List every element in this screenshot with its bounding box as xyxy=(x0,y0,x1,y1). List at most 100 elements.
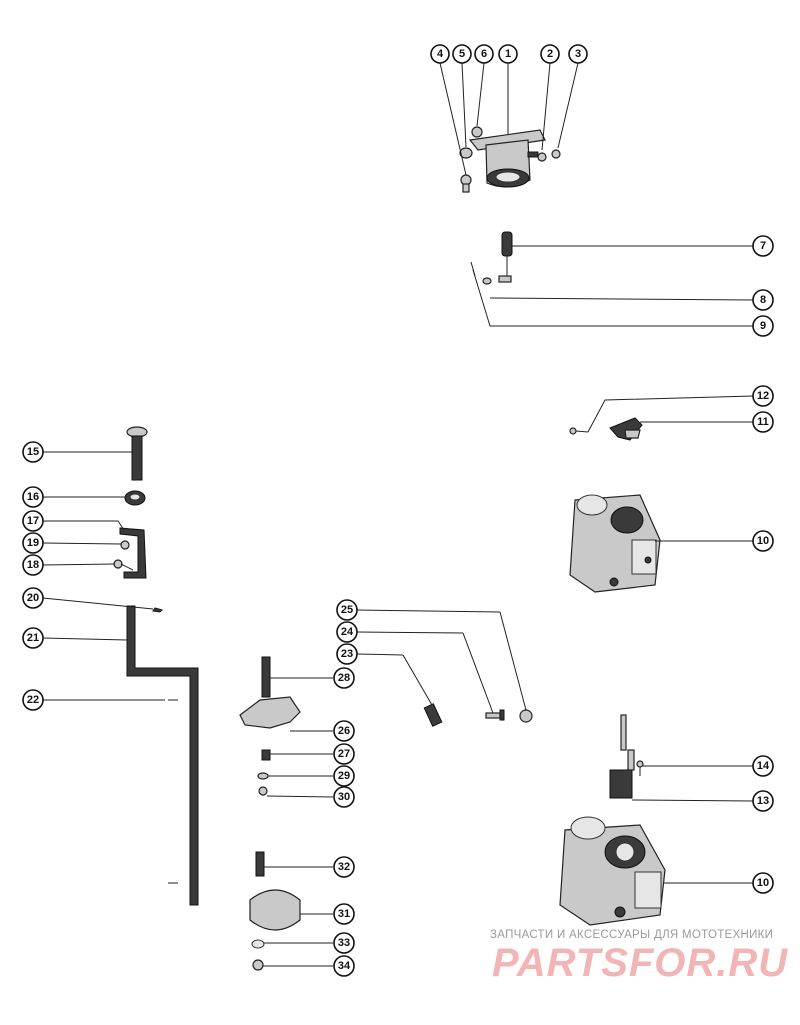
throttle-cam-part xyxy=(239,696,301,729)
callout-17: 17 xyxy=(22,510,44,532)
callout-9: 9 xyxy=(752,315,774,337)
callout-11: 11 xyxy=(752,411,774,433)
callout-13: 13 xyxy=(752,790,774,812)
callout-7: 7 xyxy=(752,235,774,257)
svg-text:21: 21 xyxy=(27,632,39,644)
nut-part xyxy=(252,959,264,971)
callout-1: 1 xyxy=(498,44,518,64)
callout-30: 30 xyxy=(333,786,355,808)
callout-15: 15 xyxy=(22,441,44,463)
svg-text:34: 34 xyxy=(338,960,351,972)
stud-part xyxy=(255,851,265,877)
knob-lever-part xyxy=(498,231,513,283)
callout-26: 26 xyxy=(333,720,355,742)
svg-text:18: 18 xyxy=(27,559,39,571)
screw-part xyxy=(636,760,644,776)
solenoid-part xyxy=(468,129,546,188)
bolt-part xyxy=(126,426,148,481)
svg-text:9: 9 xyxy=(760,320,766,332)
callout-14: 14 xyxy=(752,755,774,777)
callout-27: 27 xyxy=(333,743,355,765)
svg-text:25: 25 xyxy=(341,604,353,616)
svg-text:28: 28 xyxy=(338,672,350,684)
grommet-part xyxy=(124,490,146,506)
callout-32: 32 xyxy=(333,856,355,878)
svg-text:7: 7 xyxy=(760,240,766,252)
svg-text:3: 3 xyxy=(575,48,581,60)
washer-part xyxy=(482,277,492,285)
callout-25: 25 xyxy=(336,599,358,621)
svg-text:14: 14 xyxy=(757,760,770,772)
callout-12: 12 xyxy=(752,385,774,407)
callout-24: 24 xyxy=(336,621,358,643)
carburetor-part xyxy=(569,494,661,593)
svg-text:33: 33 xyxy=(338,937,350,949)
washer-part xyxy=(120,540,130,550)
clip-part xyxy=(119,527,147,579)
svg-text:1: 1 xyxy=(505,48,511,60)
callout-6: 6 xyxy=(474,44,494,64)
callout-29: 29 xyxy=(333,765,355,787)
svg-text:24: 24 xyxy=(341,626,354,638)
svg-text:15: 15 xyxy=(27,446,39,458)
svg-text:8: 8 xyxy=(760,294,766,306)
callout-16: 16 xyxy=(22,486,44,508)
screw-part xyxy=(485,709,505,721)
nut-part xyxy=(258,786,268,796)
bracket-part xyxy=(609,714,635,799)
washer-part xyxy=(519,709,533,723)
svg-text:6: 6 xyxy=(481,48,487,60)
nut-part xyxy=(261,749,271,761)
svg-text:32: 32 xyxy=(338,861,350,873)
callout-3: 3 xyxy=(568,44,588,64)
callout-21: 21 xyxy=(22,627,44,649)
svg-text:22: 22 xyxy=(27,694,39,706)
callout-23: 23 xyxy=(336,643,358,665)
washer-part xyxy=(537,152,547,162)
callout-20: 20 xyxy=(22,587,44,609)
svg-text:30: 30 xyxy=(338,791,350,803)
screw-part xyxy=(113,559,134,571)
svg-text:5: 5 xyxy=(459,48,465,60)
pin-part xyxy=(152,607,163,613)
bolt-part xyxy=(460,174,472,193)
svg-text:20: 20 xyxy=(27,592,39,604)
callout-8: 8 xyxy=(752,289,774,311)
callout-34: 34 xyxy=(333,955,355,977)
svg-text:16: 16 xyxy=(27,491,39,503)
svg-text:4: 4 xyxy=(437,48,444,60)
screw-part xyxy=(569,427,589,435)
carburetor-part xyxy=(559,816,666,926)
plate-part xyxy=(249,889,301,931)
watermark-brand: PARTSFOR.RU xyxy=(492,941,789,985)
svg-text:31: 31 xyxy=(338,908,350,920)
svg-text:23: 23 xyxy=(341,648,353,660)
callout-18: 18 xyxy=(22,554,44,576)
callout-22: 22 xyxy=(22,689,44,711)
nut-part xyxy=(471,126,483,138)
watermark-subtitle: ЗАПЧАСТИ И АКСЕССУАРЫ ДЛЯ МОТОТЕХНИКИ xyxy=(490,929,774,941)
svg-text:10: 10 xyxy=(757,877,769,889)
svg-text:12: 12 xyxy=(757,390,769,402)
spring-part xyxy=(423,703,443,727)
callout-10: 10 xyxy=(752,530,774,552)
svg-text:27: 27 xyxy=(338,748,350,760)
leader-lines xyxy=(42,62,754,967)
callout-10-lower: 10 xyxy=(752,872,774,894)
nut-part xyxy=(551,149,561,159)
svg-text:11: 11 xyxy=(757,416,769,428)
callout-2: 2 xyxy=(540,44,560,64)
washer-part xyxy=(251,939,265,949)
callout-4: 4 xyxy=(430,44,450,64)
rod-part xyxy=(126,605,199,906)
stud-part xyxy=(261,656,271,698)
callout-5: 5 xyxy=(452,44,472,64)
svg-text:2: 2 xyxy=(547,48,553,60)
callout-33: 33 xyxy=(333,932,355,954)
svg-text:26: 26 xyxy=(338,725,350,737)
clamp-part xyxy=(609,417,643,441)
washer-part xyxy=(459,147,473,159)
svg-text:29: 29 xyxy=(338,770,350,782)
svg-text:10: 10 xyxy=(757,535,769,547)
